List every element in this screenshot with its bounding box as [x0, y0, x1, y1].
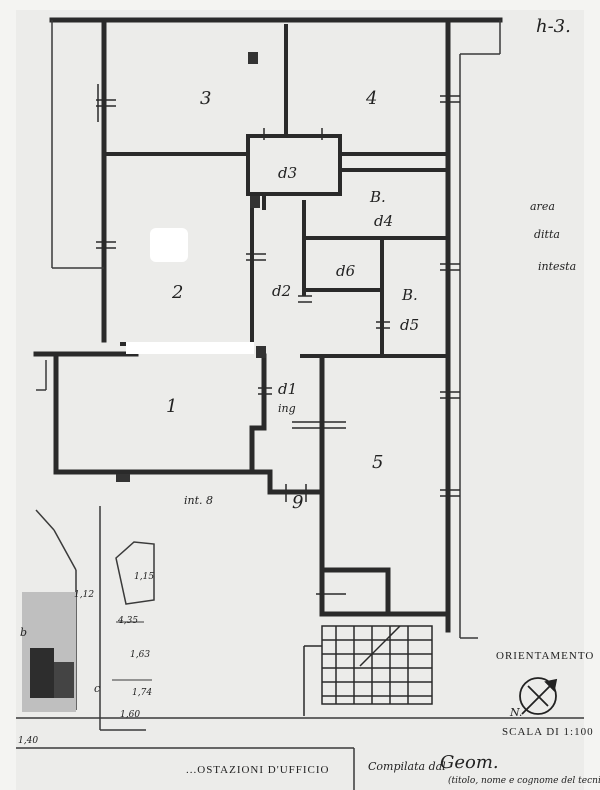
redaction-bar	[126, 342, 254, 354]
sheet-code: h-3.	[536, 16, 571, 37]
floor-plan-sheet: h-3. 3 4 2 1 5 d3 B. d4 d6 d2 B. d5 d1 i…	[16, 10, 600, 790]
room-label-4: 4	[366, 88, 378, 109]
north-arrow	[519, 677, 558, 715]
area-note-line1: area	[530, 200, 555, 213]
compiler-name: Geom.	[440, 752, 499, 773]
neighbour-dim-6: 1,15	[134, 572, 155, 582]
interior-walls	[104, 24, 448, 358]
neighbour-dim-7: 1,40	[18, 736, 39, 746]
neighbour-building	[22, 541, 155, 712]
room-label-2: 2	[172, 282, 184, 303]
compiler-note: (titolo, nome e cognome del tecnico)	[448, 776, 600, 786]
neighbour-dim-3: 1,63	[130, 650, 151, 660]
orientation-label: ORIENTAMENTO	[496, 650, 595, 662]
room-label-d5: d5	[400, 316, 420, 334]
compiled-by-label: Compilata dal	[368, 760, 446, 773]
area-note-line2: ditta	[534, 228, 560, 241]
neighbour-dim-5: 1,60	[120, 710, 141, 720]
floor-plan-drawing	[16, 17, 584, 790]
room-label-d2: d2	[272, 282, 292, 300]
area-note-line3: intesta	[538, 260, 577, 273]
neighbour-dim-4: 1,74	[132, 688, 153, 698]
room-label-1: 1	[166, 396, 178, 417]
int-8-label: int. 8	[184, 494, 214, 507]
north-label: N.	[510, 706, 523, 719]
scale-label: SCALA DI 1:100	[502, 726, 594, 738]
redaction-blot	[150, 228, 188, 262]
room-label-b2: B.	[402, 286, 418, 304]
neighbour-label-b: b	[20, 626, 28, 639]
neighbour-dim-1: 1,12	[74, 590, 95, 600]
neighbour-label-c: c	[94, 682, 101, 695]
room-label-g: 9	[292, 492, 304, 513]
room-label-d4: d4	[374, 212, 394, 230]
room-label-5: 5	[372, 452, 384, 473]
stair	[303, 625, 433, 716]
room-label-d6: d6	[336, 262, 356, 280]
room-label-d3: d3	[278, 164, 298, 182]
window-marks	[96, 84, 460, 595]
room-label-d1: d1	[278, 380, 298, 398]
outer-walls	[33, 17, 503, 633]
neighbour-dim-2: 4,35	[118, 616, 139, 626]
entrance-label: ing	[278, 402, 296, 415]
title-block-title: ...OSTAZIONI D'UFFICIO	[186, 764, 330, 776]
room-label-b1: B.	[370, 188, 386, 206]
room-label-3: 3	[200, 88, 212, 109]
hatched-pillars	[116, 52, 266, 482]
